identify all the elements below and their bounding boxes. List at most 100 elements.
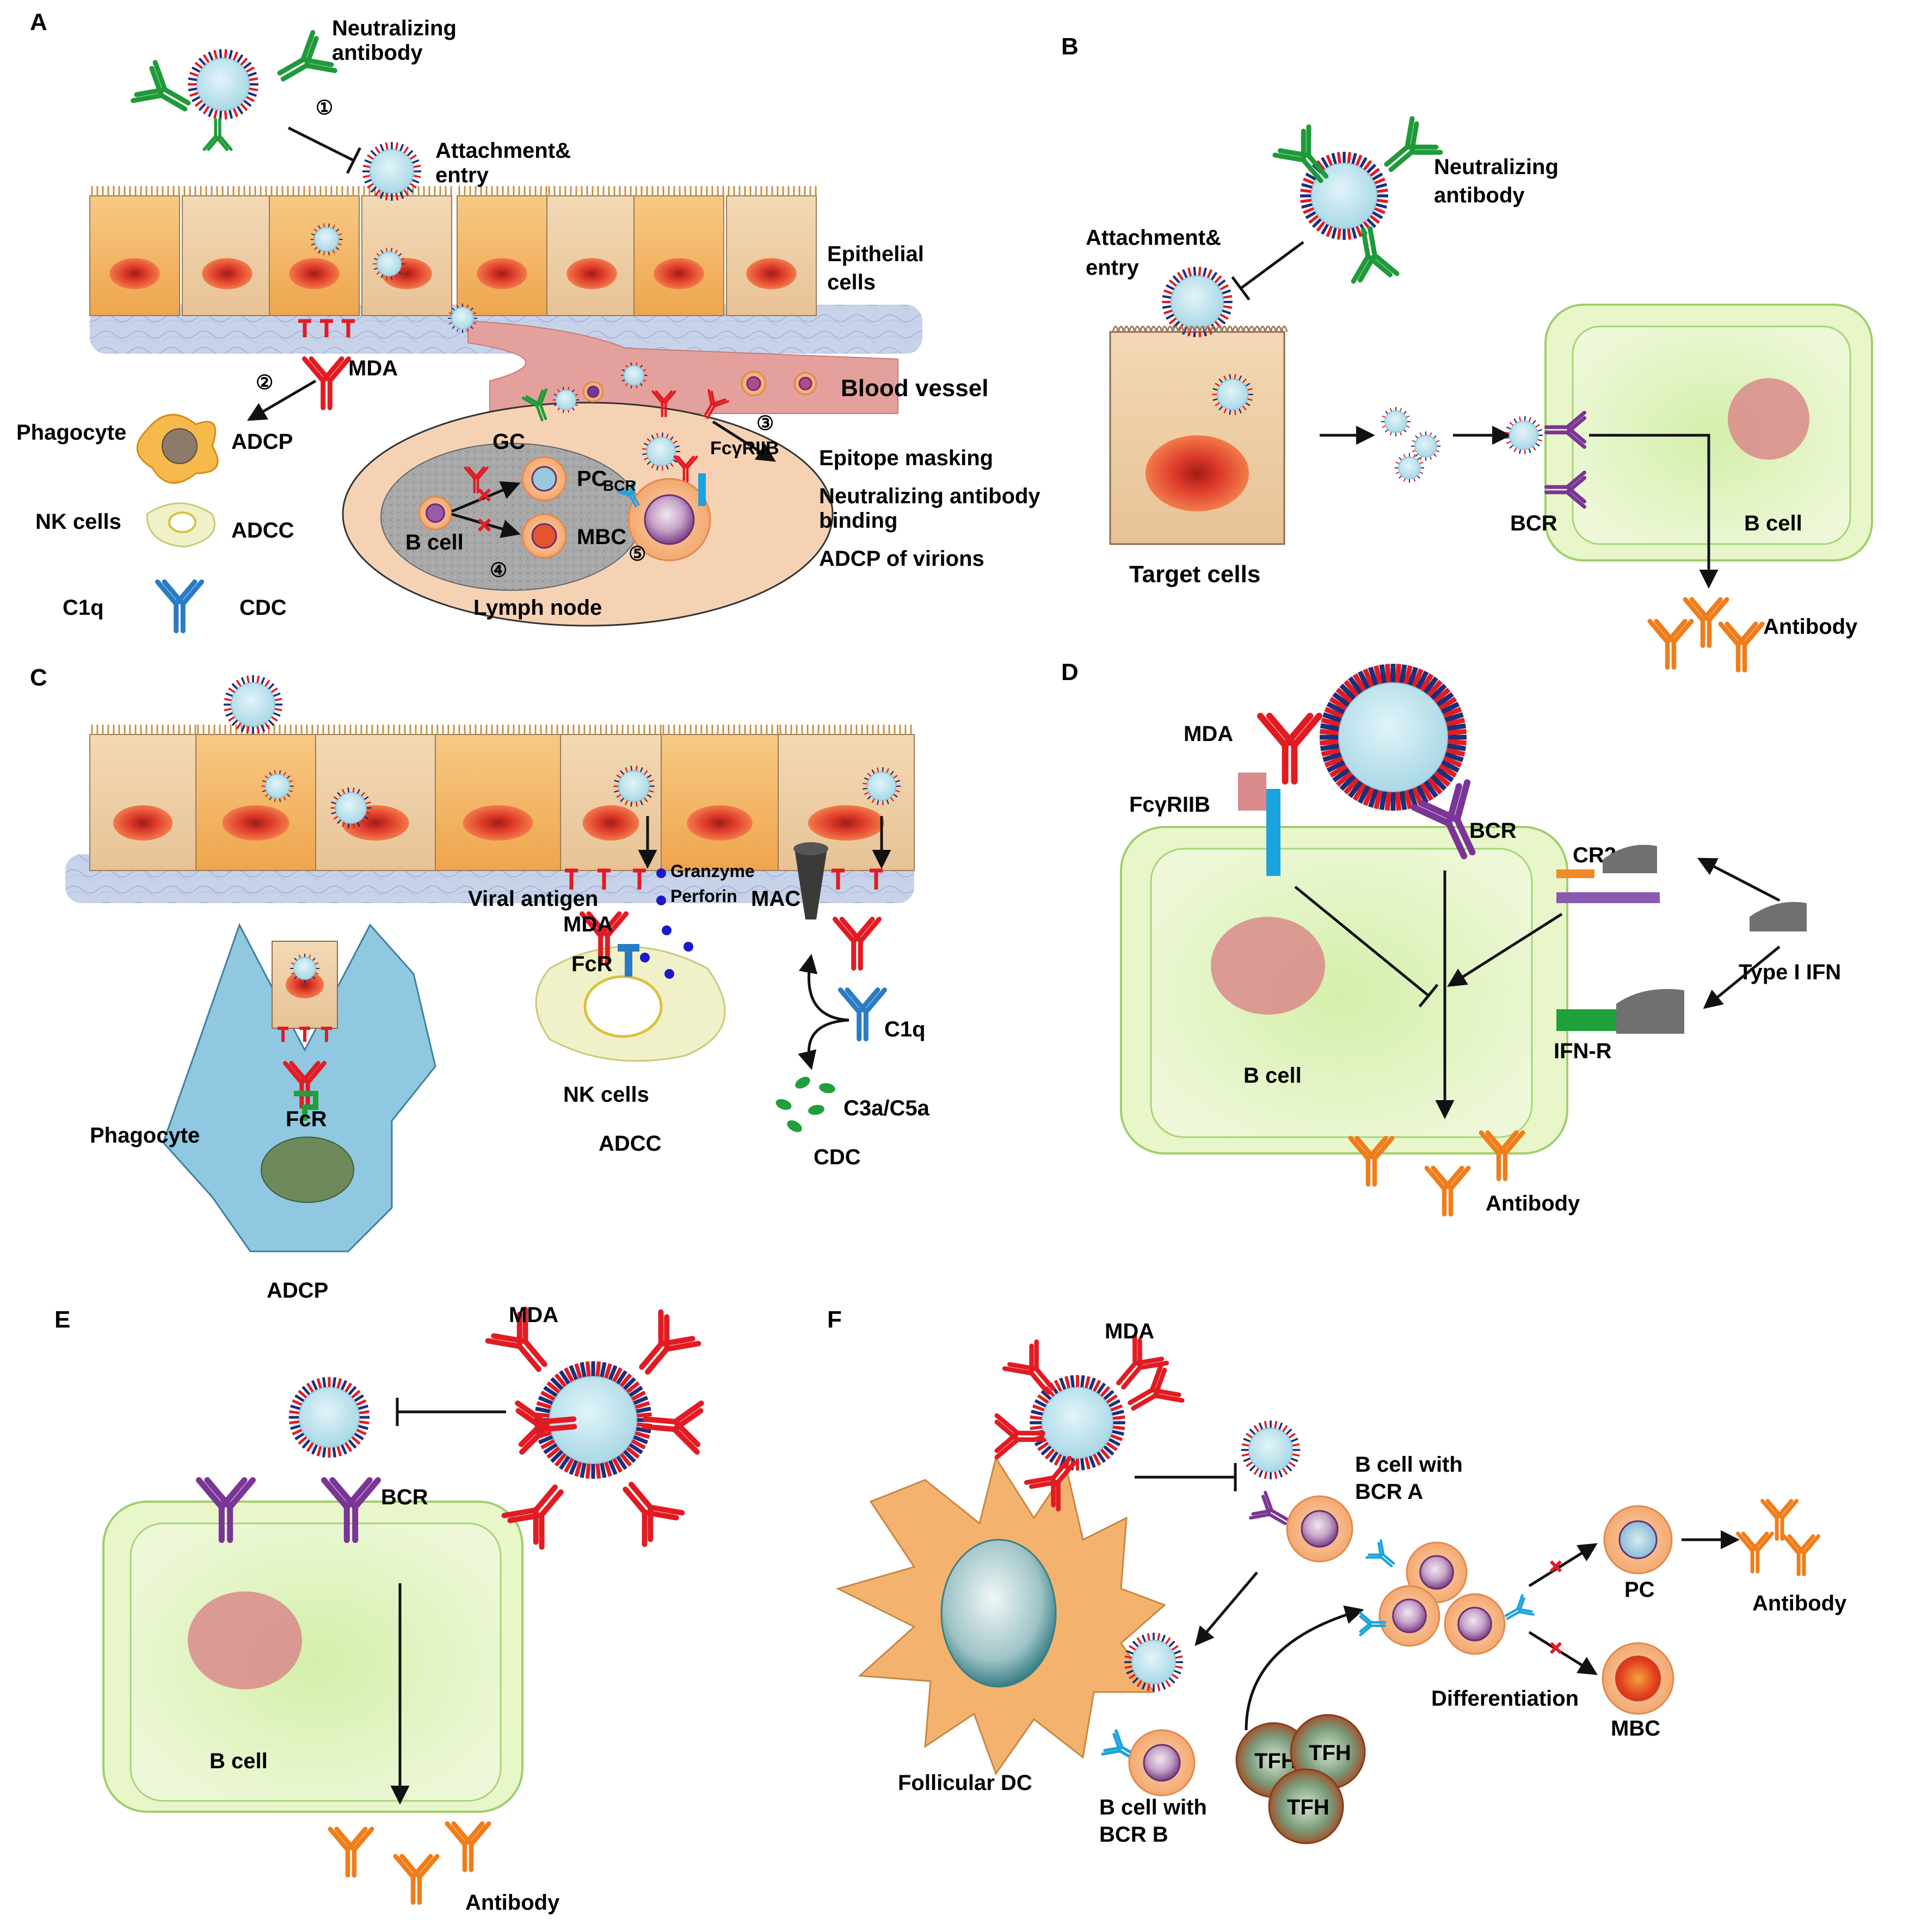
- virus-e: [534, 1361, 652, 1479]
- label-b-bcr: BCR: [1510, 511, 1557, 535]
- viral-antigen-a-1: [298, 319, 311, 337]
- vessel-cell-2: [793, 372, 817, 396]
- tfh-label-2: TFH: [1309, 1741, 1351, 1765]
- tfh-label-1: TFH: [1254, 1749, 1297, 1773]
- label-a-epithelial-cells-line-1: Epithelial: [827, 242, 924, 266]
- plasma-cell-a: [521, 456, 567, 502]
- virus-b-attaching: [1162, 267, 1233, 337]
- label-a-gc: GC: [492, 430, 525, 454]
- blood-vessel-shape: [467, 320, 898, 414]
- ln-fcgriib: [698, 473, 706, 506]
- virus-b-free-3: [1395, 453, 1424, 483]
- label-a-blood-vessel: Blood vessel: [841, 375, 988, 402]
- cluster-bcr-1: [1365, 1539, 1395, 1567]
- antibody-e-1: [328, 1826, 374, 1878]
- label-b-attachment-entry-line-2: entry: [1086, 256, 1140, 280]
- vessel-green-antibody: [521, 388, 547, 422]
- label-c-mac: MAC: [751, 887, 801, 911]
- epithelial-cell-c-4: [435, 725, 561, 871]
- viral-antigen-c-mac-2: [870, 868, 883, 890]
- granule: [656, 868, 666, 878]
- mda-c-mac: [832, 916, 882, 971]
- epithelial-cell-c-2: [195, 725, 316, 871]
- follicular-dc: [835, 1456, 1166, 1776]
- label-c-adcp: ADCP: [267, 1279, 328, 1303]
- label-a-mbc: MBC: [577, 525, 626, 549]
- epithelial-cell-c-5: [560, 725, 662, 871]
- label-a-mechanism-3: binding: [819, 509, 897, 533]
- label-f-pc: PC: [1624, 1578, 1655, 1602]
- label-a-phagocyte: Phagocyte: [16, 421, 126, 445]
- label-c-c1q: C1q: [884, 1017, 926, 1041]
- memory-b-cell-a: [521, 513, 567, 559]
- label-c-viral-antigen: Viral antigen: [468, 887, 598, 911]
- neutralizing-antibody-a-3: [202, 118, 233, 151]
- mda-c: [579, 911, 629, 966]
- mda-e-1: [485, 1306, 547, 1372]
- virus-vessel-2: [620, 362, 648, 388]
- ifn-on-cr2: [1603, 844, 1657, 873]
- virus-c-outside: [224, 675, 282, 734]
- antibody-e-3: [445, 1821, 491, 1873]
- panel-a-letter: A: [30, 9, 47, 35]
- label-b-neutralizing-antibody-line-1: Neutralizing: [1434, 155, 1559, 179]
- panel-e: E: [54, 1306, 524, 1813]
- virus-d: [1320, 664, 1467, 811]
- ln-bcr: [617, 480, 640, 508]
- label-c-granzyme: Granzyme: [670, 861, 755, 881]
- arrow-d-ifn-to-cr2: [1697, 857, 1781, 902]
- cluster-bcr-2: [1359, 1612, 1387, 1637]
- arrow-d-cr2-signal: [1447, 912, 1563, 987]
- label-d-ifn-r: IFN-R: [1554, 1039, 1612, 1063]
- viral-antigen-a-2: [320, 319, 333, 337]
- c3a-c5a-fragment: [787, 1120, 802, 1132]
- antibody-b-3: [1718, 621, 1765, 673]
- virus-f-free: [1241, 1421, 1300, 1479]
- type-i-ifn-d: [1750, 902, 1807, 931]
- virus-b-in-cell: [1212, 374, 1253, 415]
- antibody-e-2: [393, 1854, 440, 1905]
- label-f-b-cell-bcr-b-line-1: B cell with: [1099, 1795, 1207, 1819]
- granule: [684, 942, 693, 952]
- virus-a-neutralized: [188, 49, 258, 120]
- arrow-f-tfh-to-cluster: [1245, 1605, 1364, 1731]
- label-a-fcgriib: FcγRIIB: [710, 438, 779, 459]
- mda-e-3: [501, 1484, 564, 1550]
- step-5-marker: ⑤: [629, 542, 646, 565]
- step-2-marker: ②: [256, 371, 273, 393]
- proliferating-b-cell-1: [1406, 1541, 1468, 1603]
- label-d-fcgriib: FcγRIIB: [1129, 793, 1210, 817]
- label-a-adcp: ADCP: [231, 430, 293, 454]
- virus-e-blocked: [288, 1377, 370, 1458]
- viral-antigen-c-3: [633, 868, 646, 890]
- epithelial-cell-c-1: [89, 725, 196, 871]
- epithelial-cell-a-4: [361, 186, 452, 316]
- mda-f-4: [1128, 1362, 1185, 1411]
- virus-b-neutralized: [1300, 152, 1388, 240]
- ln-virus: [642, 432, 681, 471]
- epithelial-cell-a-1: [89, 186, 180, 316]
- label-e-b-cell: B cell: [210, 1749, 268, 1773]
- mac-c: [795, 849, 827, 919]
- virus-vessel-1: [552, 387, 580, 413]
- label-f-mbc: MBC: [1611, 1717, 1660, 1740]
- inhibit-e: [396, 1398, 506, 1426]
- neutralizing-antibody-b-2: [1384, 116, 1443, 172]
- virus-a-in-cell-2: [373, 248, 405, 280]
- tfh-cell-3: TFH: [1268, 1768, 1344, 1844]
- panel-b: B: [1061, 33, 1873, 561]
- antibody-b-1: [1647, 619, 1694, 670]
- virus-a-attaching: [362, 142, 421, 201]
- label-d-b-cell: B cell: [1243, 1064, 1302, 1088]
- arrow-c-to-c3a: [798, 1019, 849, 1070]
- viral-antigen-phago-2: [299, 1027, 310, 1042]
- virus-c-in-cell-4: [863, 767, 901, 806]
- plasma-cell-f: [1603, 1505, 1673, 1575]
- label-a-b-cell: B cell: [405, 530, 464, 554]
- virus-b-free-1: [1381, 407, 1411, 436]
- c1q-a: [155, 579, 205, 634]
- label-c-fcr-nk: FcR: [571, 952, 613, 976]
- nk-cell-c: [535, 946, 726, 1062]
- c1q-c: [838, 987, 888, 1042]
- antibody-d-2: [1424, 1165, 1471, 1217]
